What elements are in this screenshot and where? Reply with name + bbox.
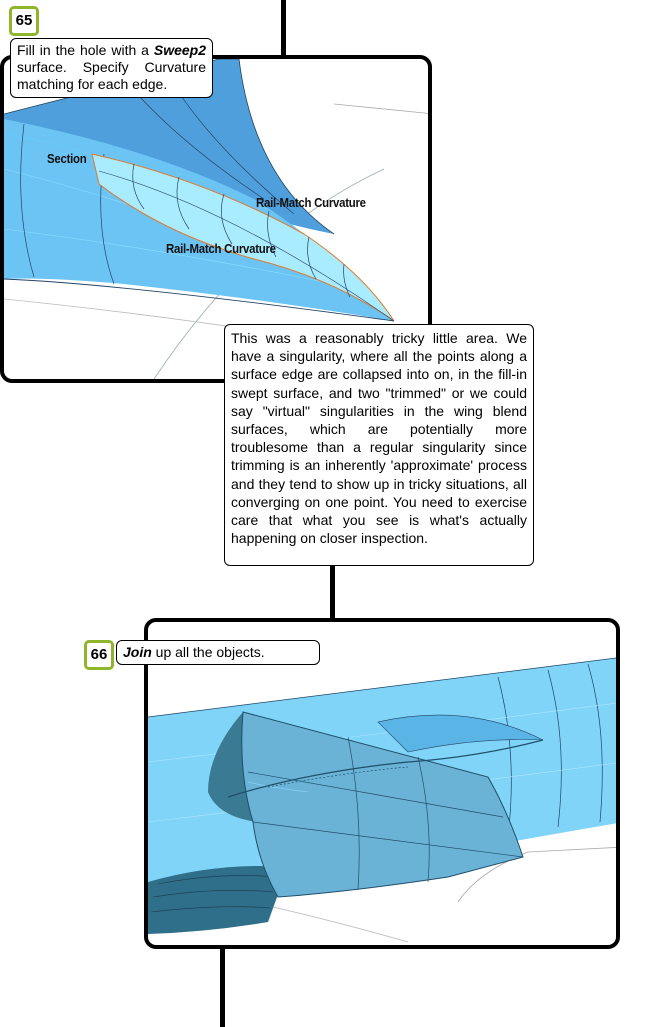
step-65-instruction-pre: Fill in the hole with a [17,42,154,58]
label-rail-match-curvature-1: Rail-Match Curvature [256,195,366,210]
step-66-badge: 66 [84,640,114,670]
step-65-instruction: Fill in the hole with a Sweep2 surface. … [10,38,213,98]
label-rail-match-curvature-2: Rail-Match Curvature [166,241,276,256]
label-section: Section [47,151,87,166]
flow-connector-middle [330,565,335,621]
step-66-instruction: Join up all the objects. [116,640,320,665]
flow-connector-bottom [220,945,225,1027]
sweep2-command: Sweep2 [153,42,206,58]
flow-connector-top [281,0,286,58]
step-66-render [148,657,616,943]
step-66-instruction-post: up all the objects. [151,644,265,660]
step-65-render [4,59,428,379]
step-65-viewport[interactable]: Section Rail-Match Curvature Rail-Match … [0,55,432,383]
step-65-badge: 65 [9,6,39,36]
step-65-instruction-post: surface. Specify Curvature matching for … [17,59,206,92]
step-66-viewport[interactable] [144,618,620,949]
explanation-note: This was a reasonably tricky little area… [224,324,534,566]
join-command: Join [123,644,152,660]
